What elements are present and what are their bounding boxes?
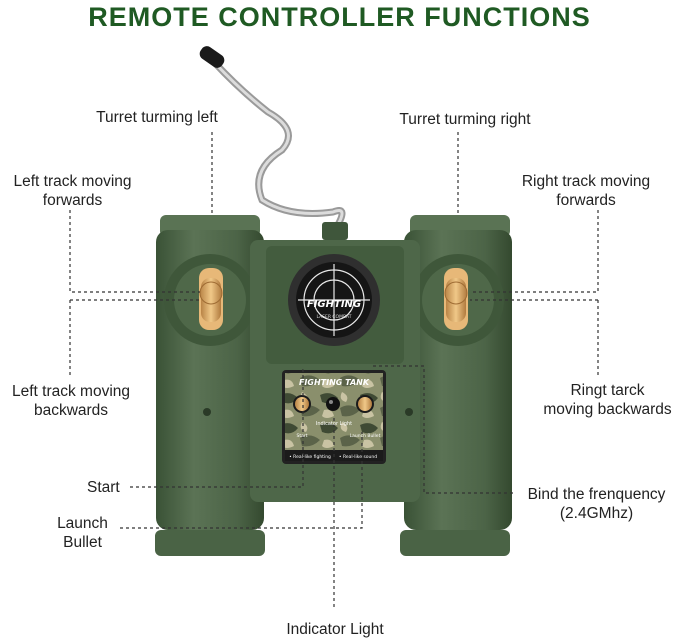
antenna [199, 46, 348, 240]
right-joystick [444, 268, 468, 330]
panel-title-text: FIGHTING TANK [299, 378, 370, 387]
indicator-caption-text: Indicator Light [316, 421, 352, 427]
left-joystick [199, 268, 223, 330]
badge-top-text: FIGHTING [307, 299, 361, 310]
label-bind-frequency-sub: (2.4GMhz) [559, 505, 634, 522]
label-turret-left: Turret turming left [96, 109, 218, 126]
label-turret-right: Turret turming right [399, 111, 531, 128]
device-printed-text: FIGHTING LASER COMBAT FIGHTING TANK Indi… [289, 299, 380, 460]
foot-left-text: • Real-like fighting [289, 454, 331, 460]
label-start: Start [87, 479, 120, 496]
label-indicator-light: Indicator Light [286, 621, 384, 638]
label-left-track-forwards: Left track moving forwards [13, 173, 132, 209]
label-left-track-backwards: Left track moving backwards [11, 383, 131, 419]
fighting-badge [288, 254, 380, 346]
foot-right-text: • Real-like sound [339, 454, 377, 460]
label-launch-bullet: Launch Bullet [57, 515, 108, 551]
start-caption-text: Start [297, 433, 308, 439]
label-right-track-backwards: Ringt tarck moving backwards [543, 382, 672, 418]
launch-caption-text: Launch Bullet [350, 433, 381, 439]
label-bind-frequency: Bind the frenquency [527, 486, 666, 503]
badge-bottom-text: LASER COMBAT [316, 314, 351, 320]
label-right-track-forwards: Right track moving forwards [521, 173, 651, 209]
left-handle [155, 215, 265, 556]
leader-lines [69, 132, 599, 610]
page-title: REMOTE CONTROLLER FUNCTIONS [88, 2, 591, 32]
